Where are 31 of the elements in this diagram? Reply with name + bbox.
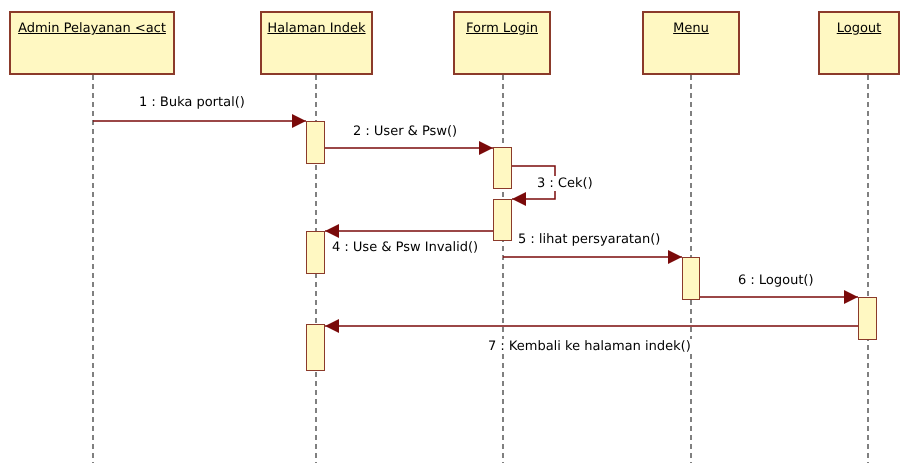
message-label: 7 : Kembali ke halaman indek() xyxy=(487,339,692,354)
activation-bar xyxy=(858,297,877,340)
participant-box xyxy=(9,11,175,75)
message-arrow xyxy=(325,319,858,333)
message-label: 4 : Use & Psw Invalid() xyxy=(331,240,480,255)
participant-box xyxy=(453,11,551,75)
message-label: 2 : User & Psw() xyxy=(352,124,458,139)
message-label: 5 : lihat persyaratan() xyxy=(517,232,662,247)
participant-name: Form Login xyxy=(465,21,539,36)
activation-bar xyxy=(493,199,512,241)
message-arrow xyxy=(93,114,306,128)
participant-box xyxy=(642,11,740,75)
activation-bar xyxy=(306,121,325,164)
message-label: 1 : Buka portal() xyxy=(138,95,246,110)
participant-name: Halaman Indek xyxy=(266,21,367,36)
activation-bar xyxy=(493,147,512,189)
message-arrow xyxy=(700,290,858,304)
message-arrow xyxy=(325,224,493,238)
participant-box xyxy=(818,11,900,75)
participant-name: Menu xyxy=(672,21,710,36)
message-label: 3 : Cek() xyxy=(536,176,594,191)
message-label: 6 : Logout() xyxy=(737,273,815,288)
activation-bar xyxy=(682,257,700,300)
message-arrow xyxy=(325,141,493,155)
activation-bar xyxy=(306,324,325,371)
participant-name: Logout xyxy=(836,21,882,36)
message-arrow xyxy=(512,165,556,206)
participant-box xyxy=(260,11,373,75)
activation-bar xyxy=(306,231,325,274)
participant-name: Admin Pelayanan <act xyxy=(17,21,167,36)
message-arrow xyxy=(502,250,682,264)
